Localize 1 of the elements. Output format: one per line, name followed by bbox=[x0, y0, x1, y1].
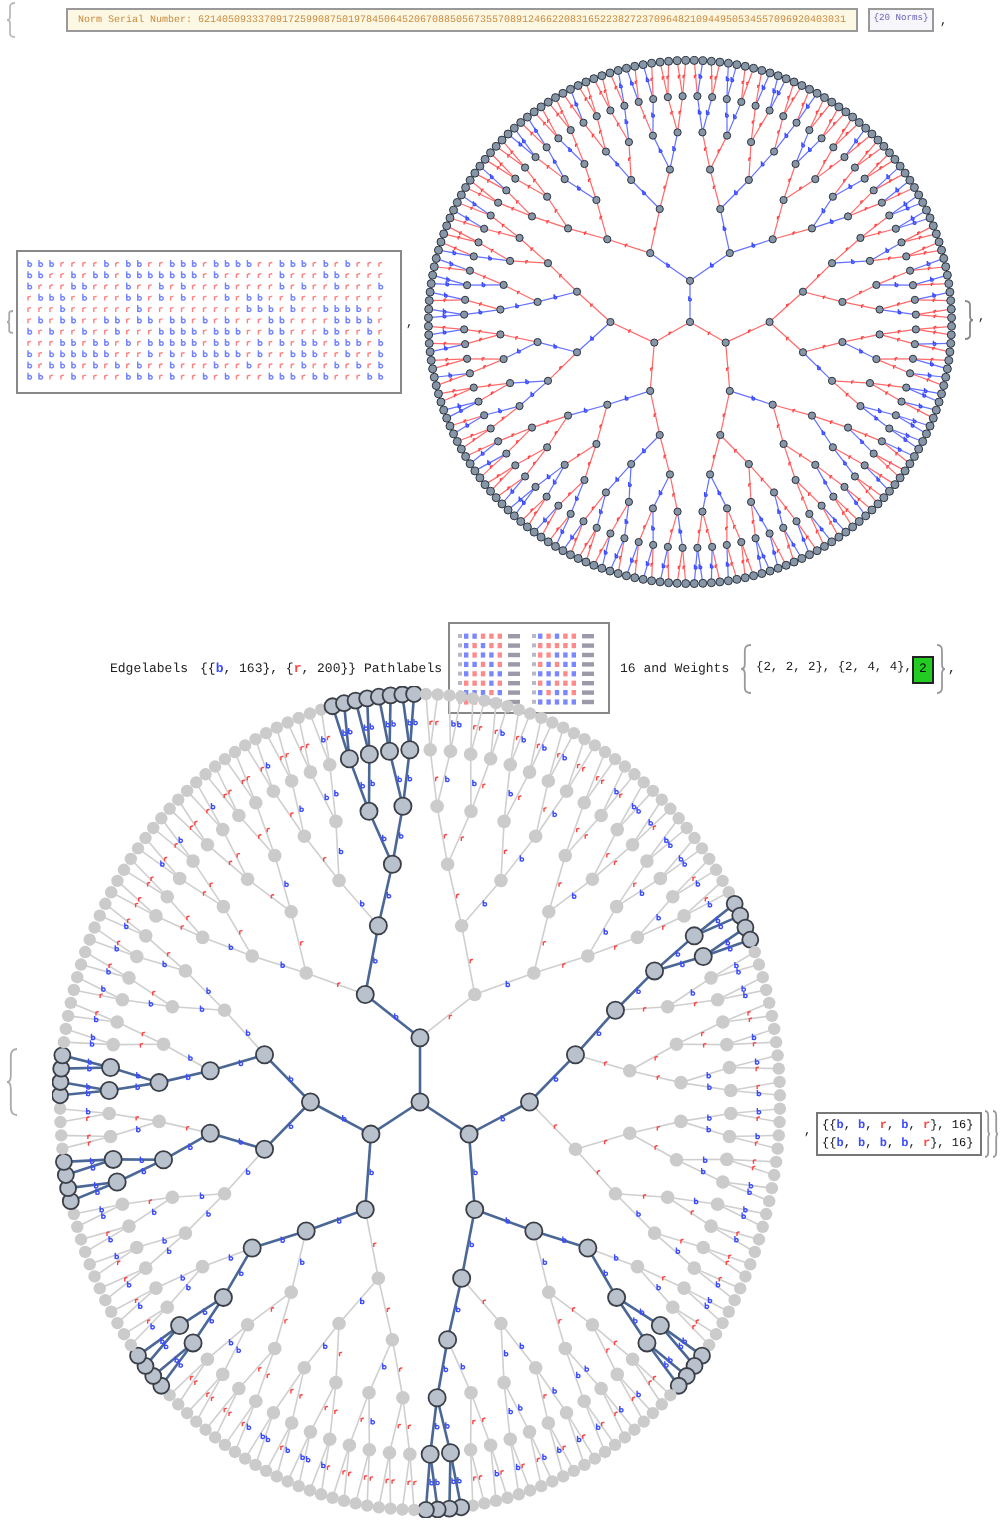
path-list-panel bbox=[816, 1112, 982, 1156]
